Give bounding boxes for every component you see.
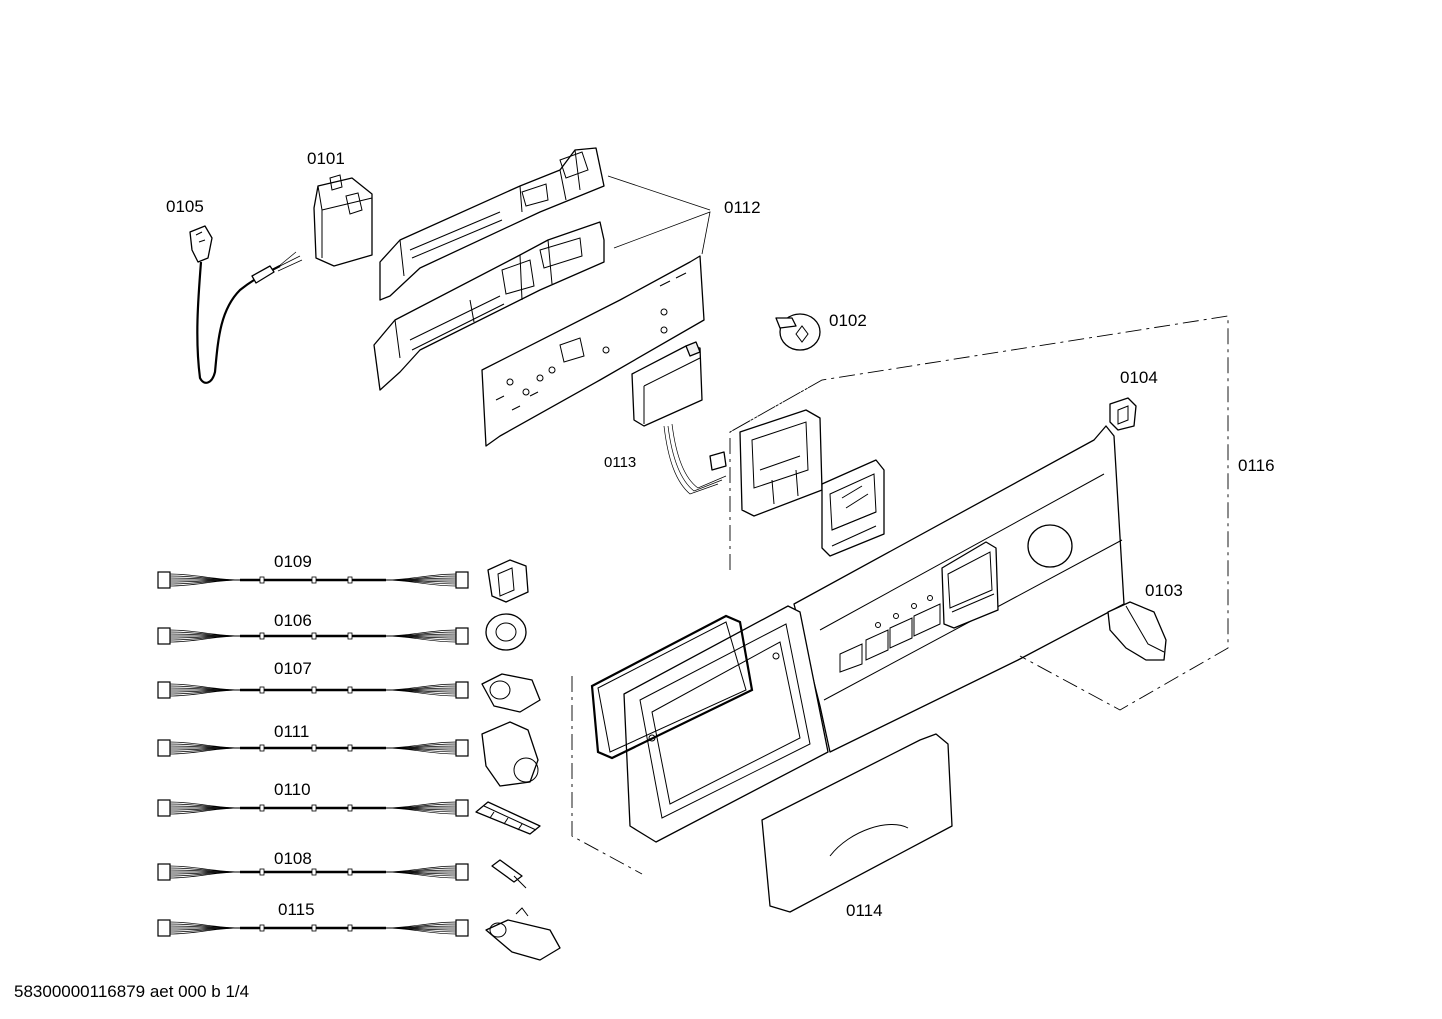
harness-rows [157,571,469,937]
display-frame-part [739,409,823,517]
label-0114: 0114 [846,901,883,920]
control-pcb-part [481,255,705,447]
control-module-lower-part [373,221,605,391]
display-module-part [631,341,727,495]
sensor-part [491,859,527,889]
knob-spindle-part [775,313,821,351]
door-lock-part [487,559,529,603]
label-0103: 0103 [1145,581,1183,600]
suppressor-part [313,174,373,267]
label-0101: 0101 [307,149,345,168]
label-0116: 0116 [1238,456,1275,475]
leader-0112 [607,175,711,255]
drawer-handle-part [761,733,953,913]
cable-harness [157,863,469,881]
dispenser-seal-part [590,614,754,760]
heater-part [475,801,541,835]
pressure-switch-part [485,613,527,651]
power-cord-part [189,225,303,384]
cable-harness [157,799,469,817]
motor-part [481,721,539,787]
label-0111: 0111 [274,722,309,741]
panel-clip-part [1109,397,1137,431]
label-0105: 0105 [166,197,204,216]
cable-harness [157,627,469,645]
drain-pump-part [481,673,541,713]
dispenser-frame-part [623,605,829,843]
cable-harness [157,739,469,757]
selector-knob-part [1107,601,1167,661]
control-module-upper-part [379,147,605,301]
label-0106: 0106 [274,611,312,630]
label-0113: 0113 [604,454,636,471]
label-0104: 0104 [1120,368,1158,387]
fascia-panel-part [793,425,1125,753]
cable-harness [157,571,469,589]
document-footer: 58300000116879 aet 000 b 1/4 [14,982,249,1001]
label-0108: 0108 [274,849,312,868]
label-0109: 0109 [274,552,312,571]
assembly-boundary-0116 [571,315,1229,875]
label-0112: 0112 [724,198,761,217]
label-0102: 0102 [829,311,867,330]
display-window-part [821,459,885,557]
cable-harness [157,919,469,937]
label-0110: 0110 [274,780,311,799]
cable-harness [157,681,469,699]
label-0115: 0115 [278,900,315,919]
label-0107: 0107 [274,659,312,678]
valve-part [485,907,561,961]
